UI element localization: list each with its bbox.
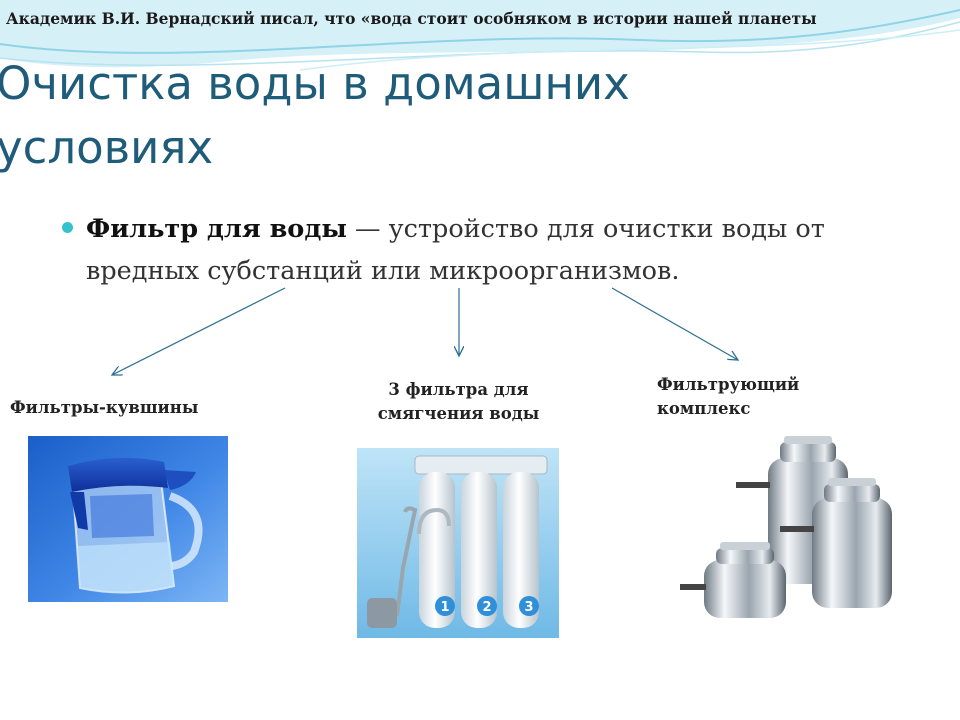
bullet-term: Фильтр для воды [86,214,347,244]
arrow-to-filter-complex [611,287,738,360]
arrow-to-pitchers [112,287,286,375]
bullet-marker [62,222,73,233]
label-three-filters: 3 фильтра для смягчения воды [377,380,540,423]
label-filter-complex: Фильтрующий комплекс [657,375,800,418]
filter-number-badge-2 [477,596,497,616]
bullet-definition: — устройство для очистки воды от вредных… [86,214,825,286]
filter-complex-image [676,430,902,626]
label-pitcher-filters: Фильтры-кувшины [10,398,199,417]
header-wave-decoration [0,0,960,71]
pitcher-filter-image [28,436,228,602]
filter-number-badge-3 [519,596,539,616]
svg-text:1: 1 [440,600,449,615]
svg-text:3: 3 [524,600,533,615]
three-filters-image: 1 2 3 [357,448,559,638]
filter-number-badge-1 [435,596,455,616]
quote-text: Академик В.И. Вернадский писал, что «вод… [6,9,817,28]
page-title: Очистка воды в домашних условиях [0,57,630,174]
bullet-paragraph: Фильтр для воды — устройство для очистки… [86,208,926,292]
svg-text:2: 2 [482,600,491,615]
